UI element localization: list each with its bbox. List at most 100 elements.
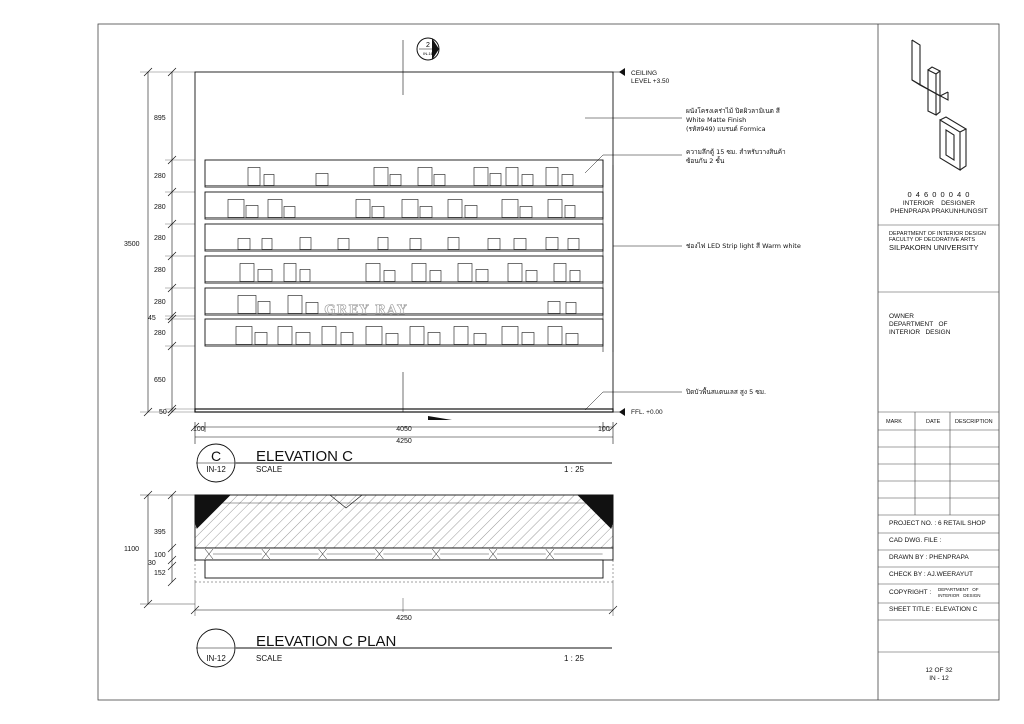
product-box: [257, 301, 271, 314]
product-box: [447, 199, 463, 218]
product-box: [521, 174, 534, 186]
product-box: [299, 237, 312, 250]
plan-scale-label: SCALE: [256, 654, 282, 663]
product-box: [355, 199, 371, 218]
product-box: [427, 332, 441, 345]
plan-sheet: IN-12: [206, 654, 226, 663]
designer-name: PHENPRAPA PRAKUNHUNGSIT: [890, 208, 988, 215]
shelf-row: [204, 191, 604, 220]
elevation-left-dimensions: 895 280 280 280 280 280 45 280 650 50 35…: [124, 67, 195, 417]
sheet-title: SHEET TITLE : ELEVATION C: [889, 606, 978, 613]
product-box: [513, 238, 527, 250]
copyright-label: COPYRIGHT :: [889, 589, 932, 596]
product-box: [365, 263, 381, 282]
plan-base: [204, 559, 604, 579]
section-marker-top: 2 IN-16: [416, 37, 440, 61]
dim-280-e: 280: [154, 299, 166, 306]
note-wall-1: ผนังโครงเคร่าไม้ ปิดผิวลามิเนต สี: [686, 107, 780, 115]
product-box: [371, 206, 385, 218]
sheet-number: 12 OF 32: [925, 667, 953, 674]
product-box: [305, 302, 319, 314]
ceiling-level: CEILING LEVEL +3.50: [613, 68, 670, 85]
product-box: [447, 237, 460, 250]
product-box: [337, 238, 350, 250]
product-box: [487, 238, 501, 250]
marker-top-ref: IN-16: [423, 51, 434, 56]
product-box: [521, 332, 535, 345]
ceiling-label-1: CEILING: [631, 70, 657, 77]
product-box: [287, 295, 303, 314]
product-box: [389, 174, 402, 186]
dim-650: 650: [154, 377, 166, 384]
marker-top-num: 2: [426, 42, 430, 49]
product-box: [377, 237, 389, 250]
product-box: [235, 326, 253, 345]
product-box: [315, 173, 329, 186]
product-box: [565, 333, 579, 345]
product-box: [433, 174, 446, 186]
plan-view: [194, 494, 614, 583]
product-box: [295, 332, 311, 345]
dim-4250-plan: 4250: [396, 615, 412, 622]
product-box: [419, 206, 433, 218]
shelf-row: [204, 223, 604, 252]
elevation-scale-label: SCALE: [256, 465, 282, 474]
copyright-value-1: DEPARTMENT OF: [938, 587, 979, 592]
project-no: PROJECT NO. : 6 RETAIL SHOP: [889, 520, 986, 527]
product-box: [237, 295, 257, 314]
product-box: [365, 326, 383, 345]
product-box: [283, 263, 297, 282]
dim-280-b: 280: [154, 204, 166, 211]
product-box: [564, 205, 576, 218]
drawn-by: DRAWN BY : PHENPRAPA: [889, 554, 969, 561]
product-box: [239, 263, 255, 282]
product-box: [453, 326, 469, 345]
product-box: [475, 269, 489, 282]
dim-50: 50: [159, 409, 167, 416]
plan-title: IN-12 ELEVATION C PLAN SCALE 1 : 25: [196, 628, 612, 668]
dim-30: 30: [148, 560, 156, 567]
title-block-lines: [878, 224, 999, 653]
elevation-sheet: IN-12: [206, 465, 226, 474]
elevation-letter: C: [211, 448, 221, 464]
plan-hatch: [194, 494, 614, 549]
dept-name: DEPARTMENT OF INTERIOR DESIGN: [889, 231, 986, 237]
elevation-title: C IN-12 ELEVATION C SCALE 1 : 25: [196, 443, 612, 483]
dim-100-right: 100: [598, 426, 610, 433]
owner-design: INTERIOR DESIGN: [889, 329, 951, 336]
dim-100-plan: 100: [154, 552, 166, 559]
product-box: [237, 238, 251, 250]
module-mark: [432, 548, 441, 560]
product-box: [567, 238, 580, 250]
dim-280-c: 280: [154, 235, 166, 242]
product-box: [525, 270, 538, 282]
product-box: [299, 269, 311, 282]
shelf-row: [204, 159, 604, 188]
ffl-level: FFL. +0.00: [613, 408, 663, 416]
product-box: [501, 199, 519, 218]
product-box: [409, 238, 422, 250]
product-box: [340, 332, 354, 345]
product-box: [547, 301, 561, 314]
shelf-row: [204, 318, 604, 347]
product-box: [489, 173, 502, 186]
module-mark: [261, 548, 270, 560]
product-box: [547, 199, 563, 218]
product-box: [409, 326, 425, 345]
note-shelf-1: ความลึกตู้ 15 ซม. สำหรับวางสินค้า: [686, 148, 786, 156]
product-box: [261, 238, 273, 250]
product-box: [283, 206, 296, 218]
elevation-c: [194, 40, 614, 413]
dim-152: 152: [154, 570, 166, 577]
shelf-cubby: [204, 159, 604, 188]
product-box: [254, 332, 268, 345]
ceiling-label-2: LEVEL +3.50: [631, 78, 670, 85]
dim-395: 395: [154, 529, 166, 536]
note-wall-2: White Matte Finish: [686, 116, 746, 124]
dim-100-left: 100: [193, 426, 205, 433]
elevation-scale: 1 : 25: [564, 465, 585, 474]
module-mark: [488, 548, 498, 560]
owner-label: OWNER: [889, 313, 914, 320]
product-box: [417, 167, 433, 186]
product-box: [501, 326, 519, 345]
